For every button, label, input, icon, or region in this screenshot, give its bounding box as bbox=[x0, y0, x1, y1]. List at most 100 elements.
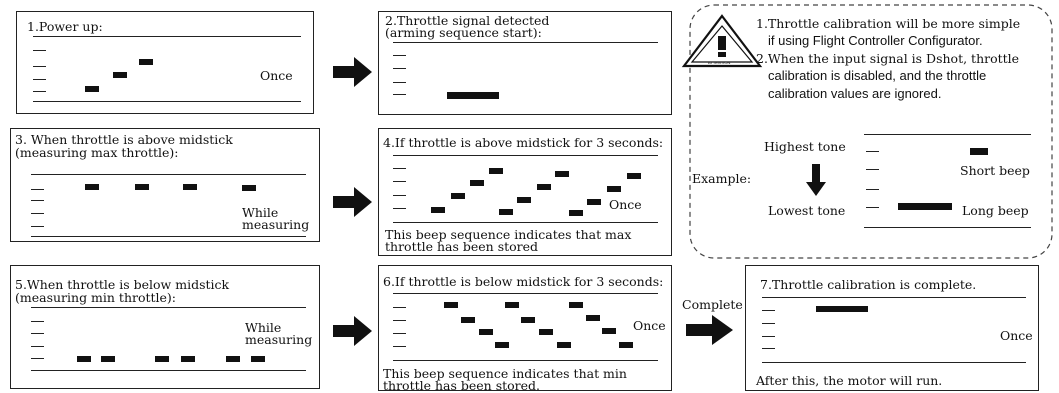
down-arrow-icon bbox=[806, 164, 826, 196]
beep bbox=[569, 302, 583, 308]
tone-tick bbox=[393, 346, 406, 347]
long-beep bbox=[816, 306, 868, 312]
tone-tick bbox=[393, 168, 406, 169]
beep bbox=[521, 317, 535, 323]
beep bbox=[85, 86, 99, 92]
tone-tick bbox=[31, 189, 44, 190]
arrow-right-icon bbox=[686, 315, 733, 345]
complete-label: Complete bbox=[682, 297, 743, 312]
beep bbox=[557, 342, 571, 348]
beep bbox=[226, 356, 240, 362]
arrow-right-icon bbox=[333, 57, 372, 87]
beep bbox=[517, 197, 531, 203]
tone-tick bbox=[393, 307, 406, 308]
beep bbox=[135, 184, 149, 190]
tone-tick bbox=[31, 346, 44, 347]
notice-dashed-border bbox=[689, 4, 1053, 259]
step7-title: 7.Throttle calibration is complete. bbox=[760, 277, 977, 292]
beep bbox=[627, 173, 641, 179]
beep bbox=[587, 199, 601, 205]
tone-tick bbox=[393, 333, 406, 334]
step6-note-line1: This beep sequence indicates that min bbox=[383, 366, 627, 381]
bottom-line bbox=[33, 101, 301, 102]
bottom-line bbox=[31, 370, 306, 371]
beep bbox=[431, 207, 445, 213]
beep bbox=[505, 302, 519, 308]
step5-title-line2: (measuring min throttle): bbox=[15, 290, 177, 305]
tone-tick bbox=[762, 348, 775, 349]
notice-1-line1: 1.Throttle calibration will be more simp… bbox=[756, 16, 1021, 31]
notice-2-line1: 2.When the input signal is Dshot, thrott… bbox=[756, 51, 1020, 66]
beep bbox=[602, 328, 616, 334]
tone-tick bbox=[762, 336, 775, 337]
tone-tick bbox=[31, 213, 44, 214]
tone-tick bbox=[393, 82, 406, 83]
tone-tick bbox=[393, 195, 406, 196]
beep bbox=[444, 302, 458, 308]
beep bbox=[113, 72, 127, 78]
top-line bbox=[33, 36, 301, 37]
step3-label-line1: While bbox=[242, 205, 279, 220]
step6-title: 6.If throttle is below midstick for 3 se… bbox=[383, 274, 664, 289]
beep bbox=[101, 356, 115, 362]
step5-title-line1: 5.When throttle is below midstick bbox=[15, 277, 230, 292]
top-line bbox=[393, 155, 658, 156]
tone-tick bbox=[866, 207, 879, 208]
step3-title-line1: 3. When throttle is above midstick bbox=[15, 132, 233, 147]
arrow-right-icon bbox=[333, 187, 372, 217]
warning-icon-caption: ATTENTION bbox=[708, 60, 731, 65]
tone-tick bbox=[762, 323, 775, 324]
step5-panel: 5.When throttle is below midstick (measu… bbox=[10, 265, 320, 389]
tone-tick bbox=[31, 200, 44, 201]
highest-tone-label: Highest tone bbox=[764, 139, 846, 154]
step3-panel: 3. When throttle is above midstick (meas… bbox=[10, 128, 320, 242]
tone-tick bbox=[393, 94, 406, 95]
tone-tick bbox=[31, 358, 44, 359]
step5-label-line1: While bbox=[245, 320, 282, 335]
step6-note-line2: throttle has been stored. bbox=[383, 378, 541, 393]
beep bbox=[139, 59, 153, 65]
beep bbox=[77, 356, 91, 362]
tone-tick bbox=[393, 208, 406, 209]
top-line bbox=[393, 42, 658, 43]
beep bbox=[479, 329, 493, 335]
tone-tick bbox=[33, 79, 46, 80]
beep bbox=[495, 342, 509, 348]
beep bbox=[586, 315, 600, 321]
example-bottom-line bbox=[864, 227, 1031, 228]
long-beep-sample bbox=[898, 203, 952, 210]
example-label: Example: bbox=[692, 171, 752, 186]
long-beep bbox=[447, 92, 499, 99]
step4-note-line1: This beep sequence indicates that max bbox=[385, 227, 632, 242]
top-line bbox=[762, 297, 1026, 298]
bottom-line bbox=[393, 222, 658, 223]
tone-tick bbox=[33, 91, 46, 92]
step4-title: 4.If throttle is above midstick for 3 se… bbox=[383, 135, 664, 150]
step1-title: 1.Power up: bbox=[27, 19, 103, 34]
beep bbox=[569, 210, 583, 216]
beep bbox=[85, 184, 99, 190]
tone-tick bbox=[866, 151, 879, 152]
beep bbox=[470, 180, 484, 186]
step2-title-line2: (arming sequence start): bbox=[385, 25, 542, 40]
notice-2-line2: calibration is disabled, and the throttl… bbox=[768, 68, 987, 83]
step3-title-line2: (measuring max throttle): bbox=[15, 145, 179, 160]
bottom-line bbox=[762, 362, 1026, 363]
tone-tick bbox=[866, 189, 879, 190]
warning-icon bbox=[681, 14, 763, 68]
step6-repeat-label: Once bbox=[633, 318, 666, 333]
beep bbox=[251, 356, 265, 362]
tone-tick bbox=[762, 310, 775, 311]
tone-tick bbox=[866, 169, 879, 170]
step7-note: After this, the motor will run. bbox=[756, 373, 943, 388]
long-beep-label: Long beep bbox=[962, 203, 1029, 218]
short-beep-sample bbox=[970, 148, 988, 155]
tone-tick bbox=[31, 333, 44, 334]
beep bbox=[242, 185, 256, 191]
beep bbox=[183, 184, 197, 190]
step4-note-line2: throttle has been stored bbox=[385, 239, 539, 254]
beep bbox=[537, 184, 551, 190]
top-line bbox=[31, 307, 306, 308]
top-line bbox=[393, 293, 658, 294]
